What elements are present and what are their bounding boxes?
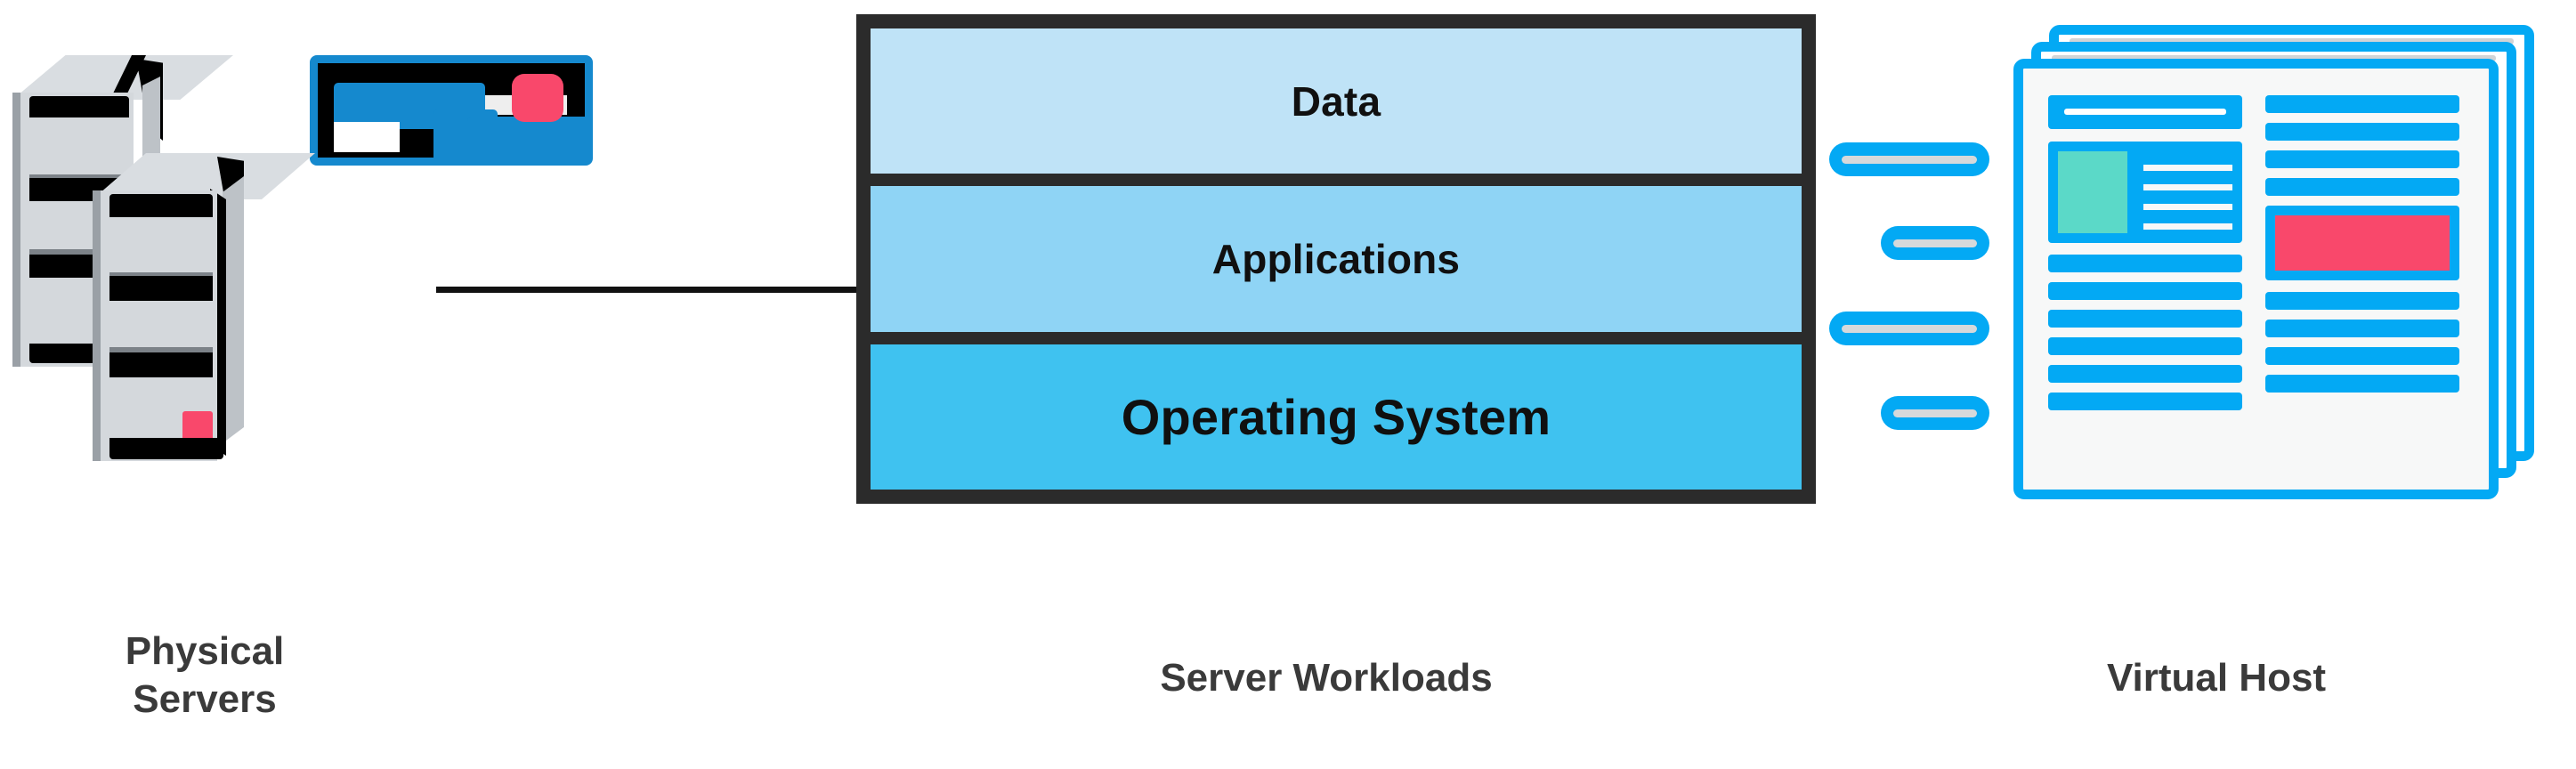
pill-inner: [1842, 155, 1977, 164]
document-text-line: [2048, 282, 2242, 300]
tower-slot-sheen: [29, 174, 129, 180]
connector-line: [436, 287, 862, 293]
tower-front-face: [93, 190, 223, 461]
document-text-line: [2048, 255, 2242, 272]
physical-servers-group[interactable]: [0, 0, 623, 534]
document-column-left: [2048, 95, 2242, 420]
tower-side-face: [223, 176, 244, 443]
workload-layer-data[interactable]: Data: [871, 28, 1802, 174]
document-image-swatch-pink: [2275, 215, 2450, 271]
document-media-block-teal: [2048, 142, 2242, 249]
pill-inner: [1893, 239, 1977, 247]
tower-status-led-icon: [182, 411, 213, 441]
caption-server-workloads: Server Workloads: [1160, 656, 1493, 700]
pill-inner: [1842, 324, 1977, 333]
tower-side-face: [142, 77, 160, 166]
tower-base-slot: [109, 438, 223, 459]
tower-slot-sheen: [29, 249, 129, 255]
badge-status-dot-icon: [512, 74, 563, 122]
sheet-crease: [2052, 55, 2496, 61]
document-image-swatch-teal: [2058, 151, 2127, 233]
document-text-line: [2265, 178, 2459, 196]
server-workloads-stack[interactable]: Data Applications Operating System: [856, 14, 1816, 504]
workload-layer-applications[interactable]: Applications: [871, 186, 1802, 332]
badge-bar-bottom: [467, 117, 585, 158]
document-text-line: [2265, 123, 2459, 141]
document-text-line: [2265, 95, 2459, 113]
document-text-line: [2265, 320, 2459, 337]
badge-notch: [334, 122, 400, 152]
link-pill-icon-3: [1829, 312, 1989, 345]
document-sheet-front[interactable]: [2013, 59, 2499, 499]
caption-physical-servers: Physical Servers: [125, 629, 285, 721]
caption-virtual-host: Virtual Host: [2106, 656, 2327, 700]
tower-slot: [109, 194, 213, 217]
sheet-crease: [2070, 38, 2514, 45]
document-column-right: [2265, 95, 2459, 402]
pill-inner: [1893, 409, 1977, 417]
tower-slot-sheen: [109, 347, 213, 352]
virtual-host-group[interactable]: [2013, 25, 2548, 510]
document-wrap-lines: [2143, 151, 2232, 249]
link-pill-icon-2: [1881, 226, 1989, 260]
tower-slot-sheen: [109, 272, 213, 278]
document-text-line: [2048, 310, 2242, 328]
link-pill-icon-4: [1881, 396, 1989, 430]
document-media-block-pink: [2265, 206, 2459, 280]
document-heading-block: [2048, 95, 2242, 129]
link-pill-icon-1: [1829, 142, 1989, 176]
tower-slot: [29, 96, 129, 117]
tower-slot: [109, 276, 213, 301]
document-text-line: [2265, 150, 2459, 168]
document-text-line: [2048, 393, 2242, 410]
document-text-line: [2265, 292, 2459, 310]
document-text-line: [2048, 337, 2242, 355]
pill-connectors-group: [1829, 142, 2007, 445]
document-text-line: [2265, 347, 2459, 365]
tower-slot: [109, 352, 213, 377]
document-text-line: [2048, 365, 2242, 383]
document-text-line: [2265, 375, 2459, 393]
workload-layer-operating-system[interactable]: Operating System: [871, 344, 1802, 490]
network-badge-icon: [310, 55, 593, 166]
